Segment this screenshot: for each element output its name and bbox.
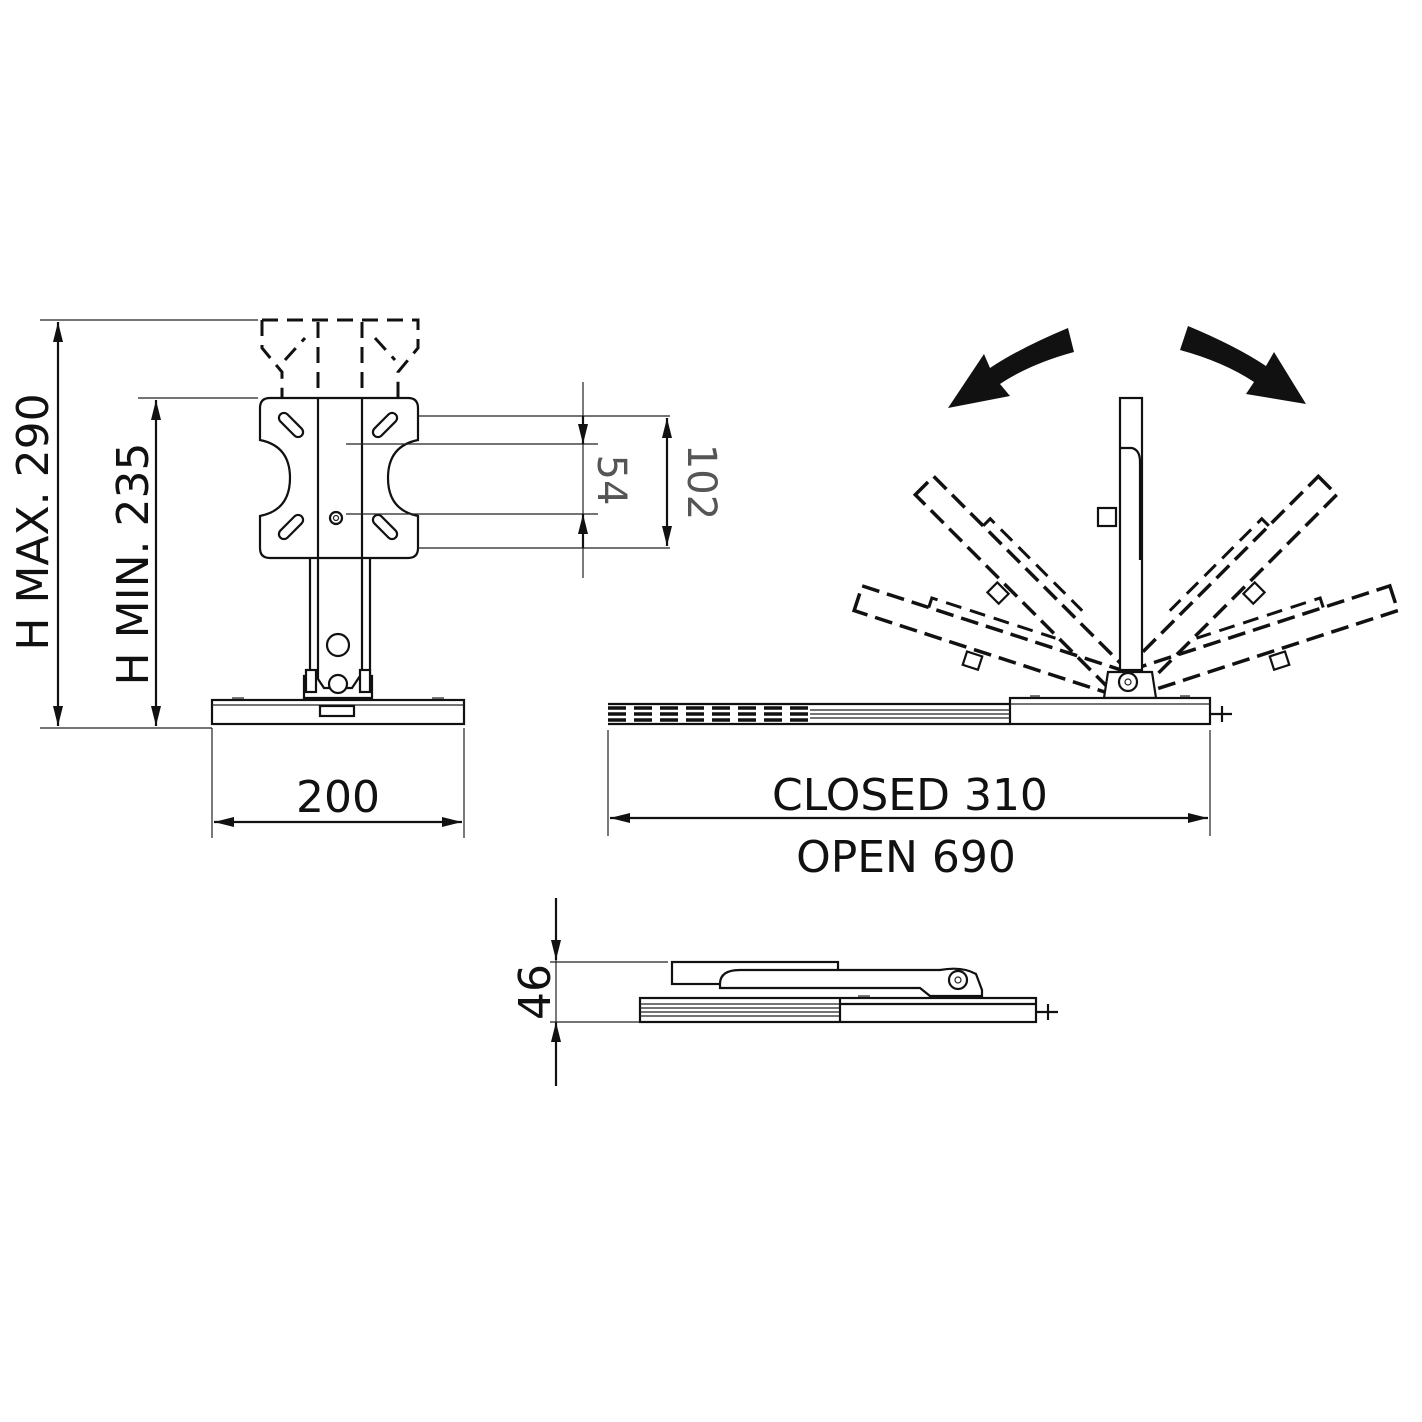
mounting-plate — [258, 396, 420, 560]
h-min-label: H MIN. 235 — [108, 443, 159, 686]
hole-outer-label: 102 — [678, 444, 724, 520]
base-side — [1008, 695, 1232, 726]
pivot-joint — [1102, 670, 1158, 700]
arm-position-left-high — [912, 473, 1135, 696]
h-max-label: H MAX. 290 — [8, 393, 59, 650]
base-extension — [608, 702, 1010, 726]
side-view: CLOSED 310 OPEN 690 — [607, 326, 1401, 883]
closed-length-label: CLOSED 310 — [772, 770, 1048, 821]
rotate-left-arrow-icon — [948, 328, 1074, 408]
rotate-right-arrow-icon — [1180, 326, 1306, 404]
thickness-label: 46 — [510, 964, 561, 1020]
hole-dimensions: 54 102 — [346, 382, 724, 578]
width-label: 200 — [296, 772, 380, 823]
support-column — [308, 558, 372, 680]
base-front — [210, 697, 466, 726]
front-view: H MAX. 290 H MIN. 235 — [8, 318, 724, 838]
folded-arm — [670, 960, 984, 998]
hole-inner-label: 54 — [588, 455, 634, 506]
h-max-dimension: H MAX. 290 — [8, 319, 258, 729]
arm-position-left-low — [851, 583, 1131, 700]
h-min-dimension: H MIN. 235 — [108, 397, 258, 726]
folded-base — [638, 995, 1058, 1024]
plate-max-position — [260, 318, 420, 398]
open-length-label: OPEN 690 — [796, 832, 1016, 883]
column-clamp — [302, 668, 374, 700]
arm-position-right-high — [1117, 473, 1340, 696]
arm-position-vertical — [1096, 396, 1144, 672]
folded-view: 46 — [510, 898, 1058, 1086]
thickness-dimension: 46 — [510, 898, 668, 1086]
length-dimension: CLOSED 310 OPEN 690 — [607, 730, 1211, 883]
width-dimension: 200 — [211, 728, 465, 838]
arm-position-right-low — [1121, 583, 1401, 700]
